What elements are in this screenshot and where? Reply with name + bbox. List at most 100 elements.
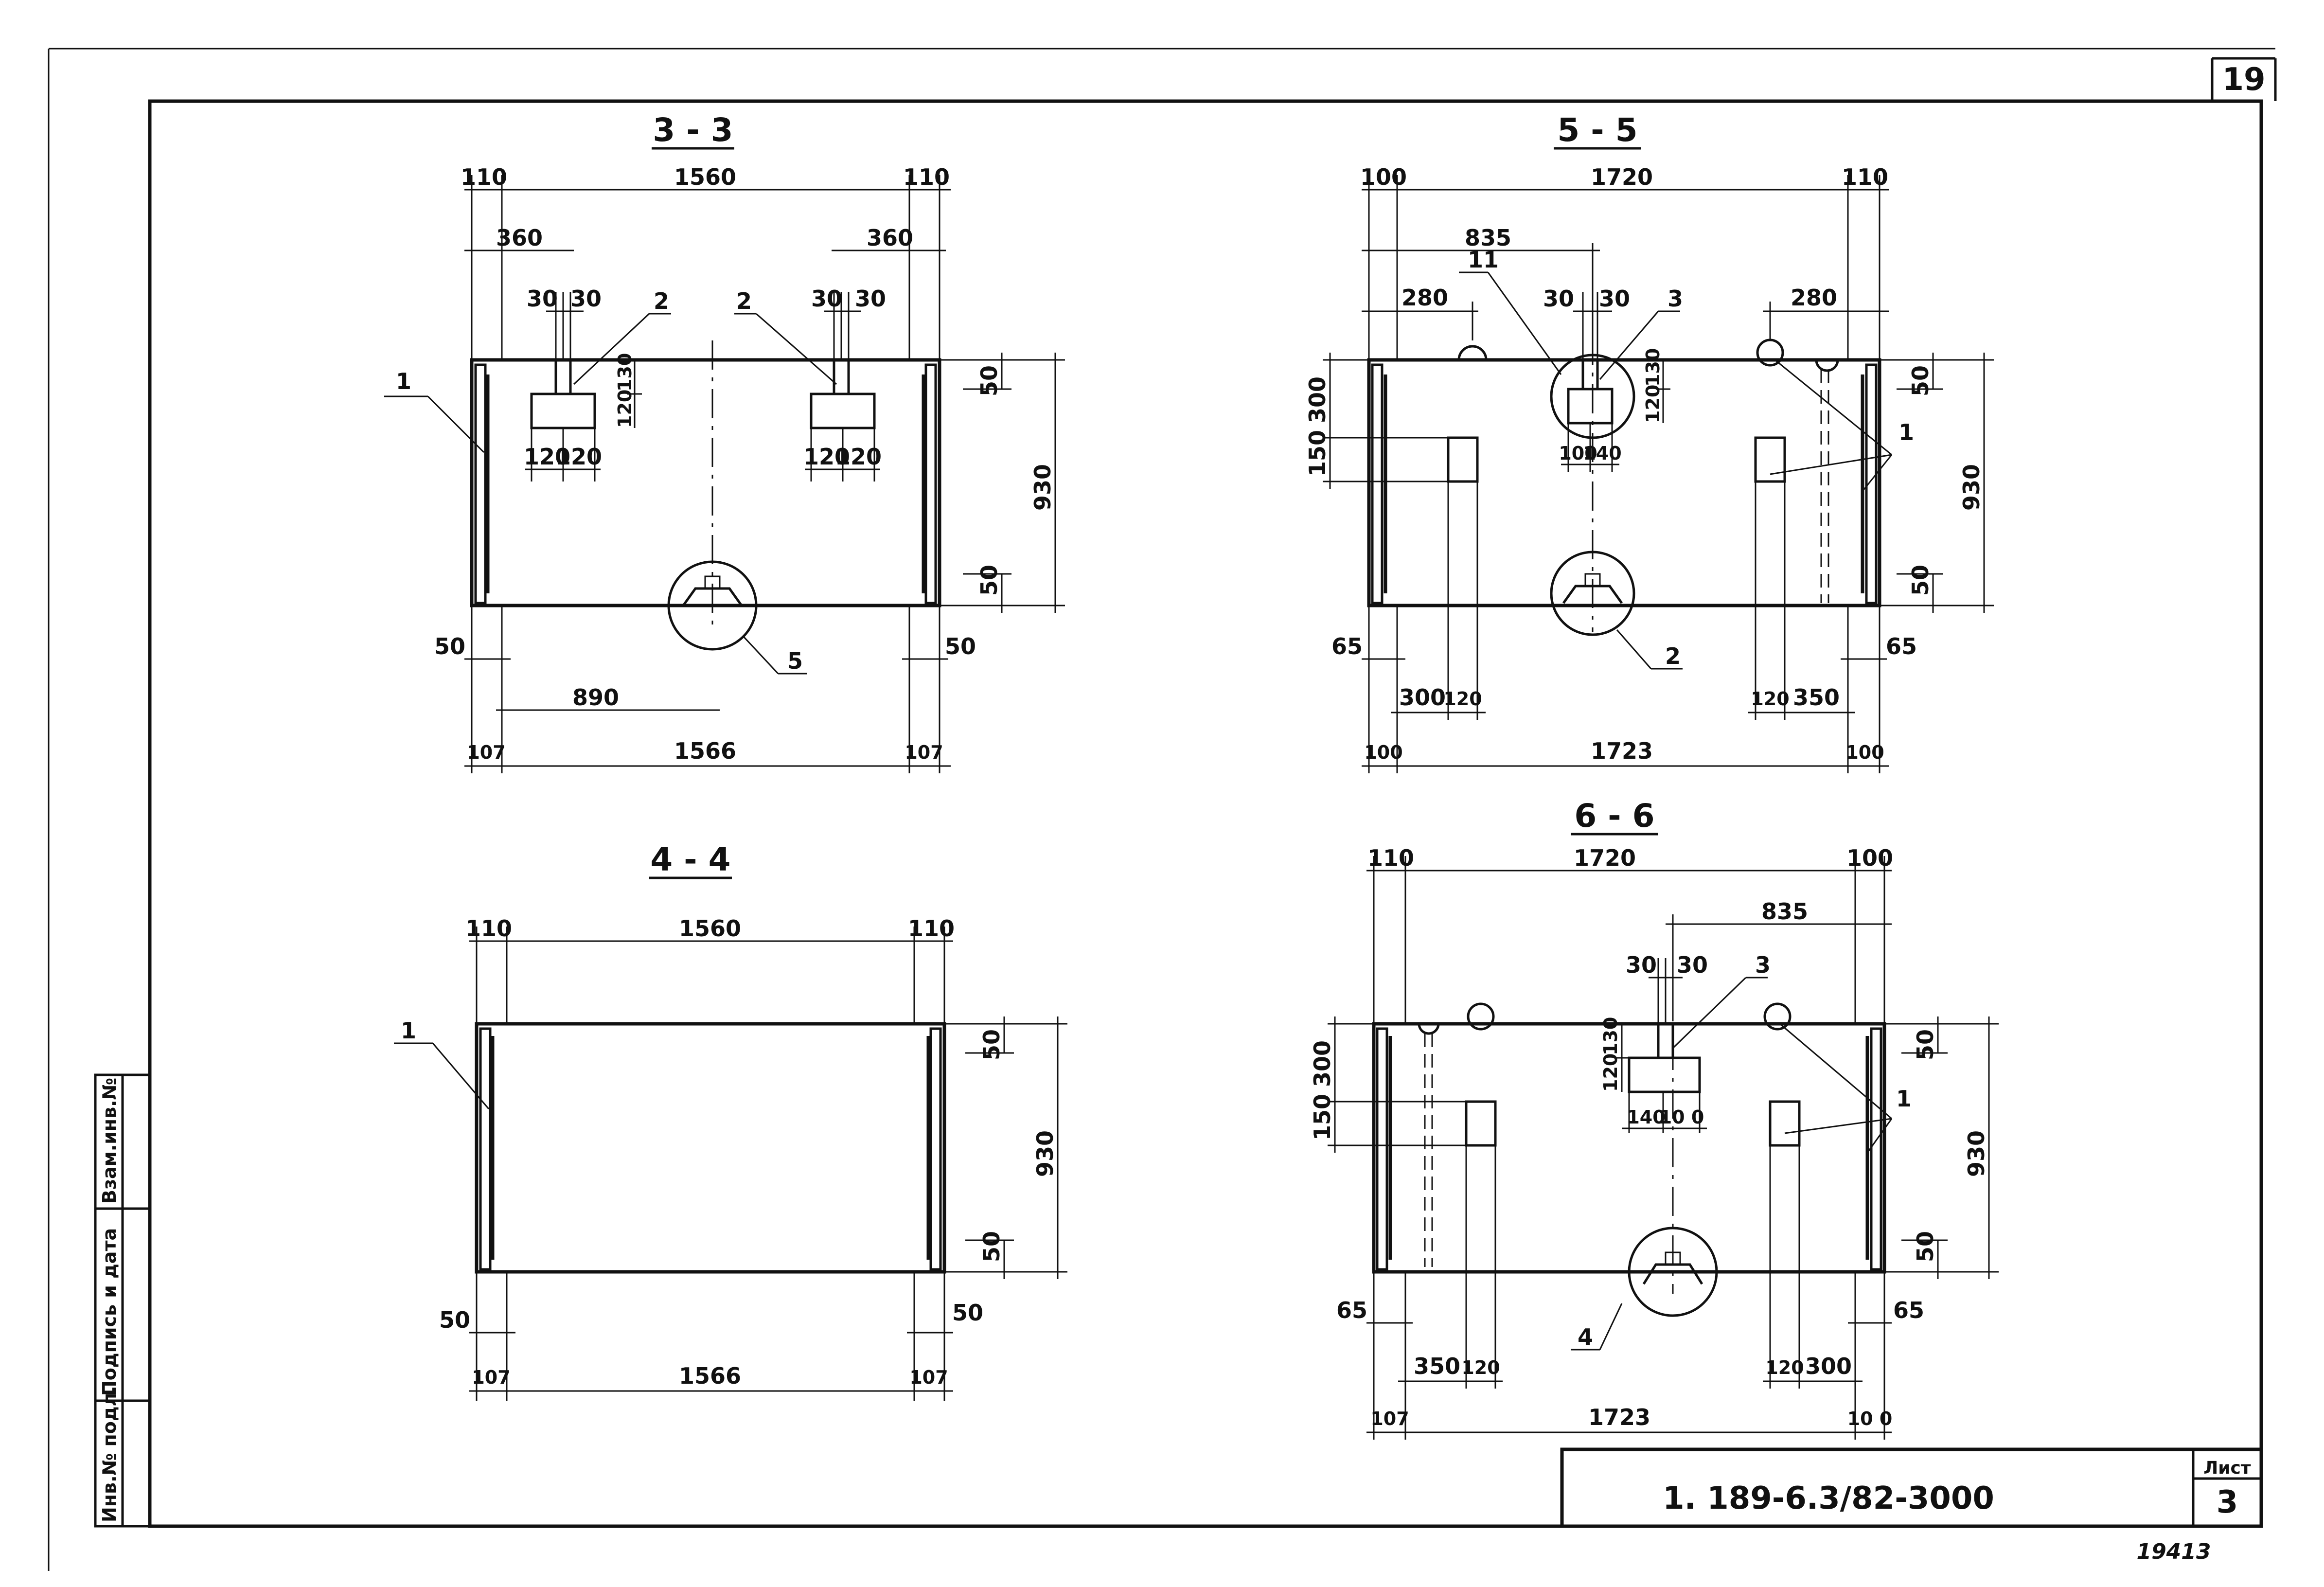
section-title: 5 - 5 xyxy=(1557,111,1637,149)
dim-top-gap: 50 xyxy=(1907,365,1934,396)
dim-b350: 350 xyxy=(1414,1353,1460,1379)
dim-h120: 120 xyxy=(1642,385,1664,423)
dim-top-right: 110 xyxy=(903,164,950,190)
dim-bot-right: 107 xyxy=(909,1367,948,1388)
dim-left-300: 300 xyxy=(1309,1040,1335,1087)
stamp-signature-label: Подпись и дата xyxy=(99,1228,120,1396)
dim-bot-left: 107 xyxy=(1370,1408,1409,1429)
marker-1: 1 xyxy=(1896,1086,1912,1112)
sheet-label: Лист xyxy=(2203,1458,2251,1478)
dim-edge-right: 65 xyxy=(1893,1297,1924,1323)
dim-top-mid: 1720 xyxy=(1574,845,1636,871)
dim-bot-right: 100 xyxy=(1845,742,1884,763)
archive-number: 19413 xyxy=(2136,1539,2211,1564)
dim-w30d: 30 xyxy=(855,285,886,312)
dim-height: 930 xyxy=(1958,464,1985,511)
dim-top-mid: 1560 xyxy=(674,164,736,190)
dim-bot-mid: 1723 xyxy=(1591,738,1653,764)
dim-h130: 130 xyxy=(1600,1017,1621,1055)
dim-bot-mid: 1723 xyxy=(1588,1404,1650,1430)
dim-right-edge: 50 xyxy=(945,633,976,660)
dim-top-mid: 1720 xyxy=(1591,164,1653,190)
section-5-5: 5 - 5 xyxy=(1304,111,1994,773)
dim-plate-w1: 120 xyxy=(524,444,570,470)
dim-w30c: 30 xyxy=(811,285,842,312)
dim-right-280: 280 xyxy=(1791,285,1837,311)
section-title: 6 - 6 xyxy=(1574,797,1654,835)
dim-center: 835 xyxy=(1465,225,1511,251)
dim-p100: 100 xyxy=(1559,443,1597,464)
dim-b350: 350 xyxy=(1793,684,1840,711)
dim-left-offset: 360 xyxy=(496,225,543,251)
dim-bottom-gap: 50 xyxy=(1907,565,1934,596)
dim-b120a: 120 xyxy=(1443,688,1482,710)
dim-top-left: 110 xyxy=(461,164,507,190)
dim-b300: 300 xyxy=(1805,1353,1852,1379)
dim-top-left: 110 xyxy=(1367,845,1414,871)
dim-top-right: 100 xyxy=(1846,845,1893,871)
dim-b120a: 120 xyxy=(1461,1357,1500,1378)
dim-height: 930 xyxy=(1963,1130,1989,1177)
dim-h120: 120 xyxy=(1600,1053,1621,1092)
title-block xyxy=(1560,1447,2263,1528)
dim-height: 930 xyxy=(1032,1130,1058,1177)
dim-bottom-gap: 50 xyxy=(978,1231,1005,1262)
dim-w30b: 30 xyxy=(570,285,602,312)
dim-bot-mid: 1566 xyxy=(674,738,736,764)
dim-bottom-gap: 50 xyxy=(976,565,1002,596)
dim-w30b: 30 xyxy=(1677,952,1708,978)
dim-left-edge: 50 xyxy=(439,1307,470,1333)
dim-p100: 10 0 xyxy=(1659,1106,1704,1128)
dim-left-300: 300 xyxy=(1304,376,1331,423)
marker-1: 1 xyxy=(401,1017,416,1044)
document-code: 1. 189-6.3/82-3000 xyxy=(1663,1480,1994,1516)
stamp-inv-label: Инв.№ подл. xyxy=(99,1386,120,1522)
dim-p140: 140 xyxy=(1627,1106,1665,1128)
dim-bottom-gap: 50 xyxy=(1912,1231,1938,1262)
dim-h130: 130 xyxy=(614,353,636,392)
marker-11: 11 xyxy=(1468,247,1499,273)
dim-top-right: 110 xyxy=(1842,164,1888,190)
dim-height: 930 xyxy=(1029,464,1056,511)
marker-2b: 2 xyxy=(736,288,752,314)
dim-top-left: 100 xyxy=(1360,164,1407,190)
dim-top-gap: 50 xyxy=(1912,1029,1938,1060)
dim-b300: 300 xyxy=(1399,684,1446,711)
section-6-6: 6 - 6 xyxy=(1309,797,1999,1440)
dim-bot-left: 100 xyxy=(1364,742,1402,763)
dim-b120b: 120 xyxy=(1751,688,1789,710)
section-title: 3 - 3 xyxy=(653,111,733,149)
dim-plate-w2: 120 xyxy=(555,444,602,470)
section-3-3: 3 - 3 xyxy=(384,111,1065,773)
marker-3: 3 xyxy=(1668,285,1683,312)
dim-w30a: 30 xyxy=(527,285,558,312)
dim-top-mid: 1560 xyxy=(679,915,741,942)
section-title: 4 - 4 xyxy=(650,841,730,878)
side-stamp: Инв.№ подл. Подпись и дата Взам.инв.№ xyxy=(94,1073,151,1528)
sheet-number: 3 xyxy=(2217,1484,2238,1520)
dim-center: 835 xyxy=(1761,898,1808,925)
dim-h120: 120 xyxy=(614,390,636,428)
dim-h130: 130 xyxy=(1642,348,1664,387)
dim-b120b: 120 xyxy=(1765,1357,1804,1378)
dim-top-left: 110 xyxy=(465,915,512,942)
marker-3: 3 xyxy=(1755,952,1771,978)
dim-edge-left: 65 xyxy=(1336,1297,1367,1323)
dim-left-edge: 50 xyxy=(434,633,465,660)
marker-5: 5 xyxy=(787,648,803,674)
dim-edge-right: 65 xyxy=(1886,633,1917,660)
stamp-replace-label: Взам.инв.№ xyxy=(99,1078,120,1204)
dim-p140: 140 xyxy=(1583,443,1621,464)
dim-bot-right: 107 xyxy=(905,742,943,763)
section-4-4: 4 - 4 110 1560 110 930 50 50 50 xyxy=(394,841,1067,1401)
dim-left-150: 150 xyxy=(1309,1094,1335,1141)
dim-top-gap: 50 xyxy=(978,1029,1005,1060)
dim-bot-mid: 1566 xyxy=(679,1363,741,1389)
dim-left-150: 150 xyxy=(1304,430,1331,477)
dim-center: 890 xyxy=(572,684,619,711)
sheet-frame xyxy=(48,48,2277,1571)
dim-w30a: 30 xyxy=(1626,952,1657,978)
dim-plate-w3: 120 xyxy=(803,444,850,470)
dim-w30b: 30 xyxy=(1599,285,1630,312)
marker-2: 2 xyxy=(1665,643,1681,669)
